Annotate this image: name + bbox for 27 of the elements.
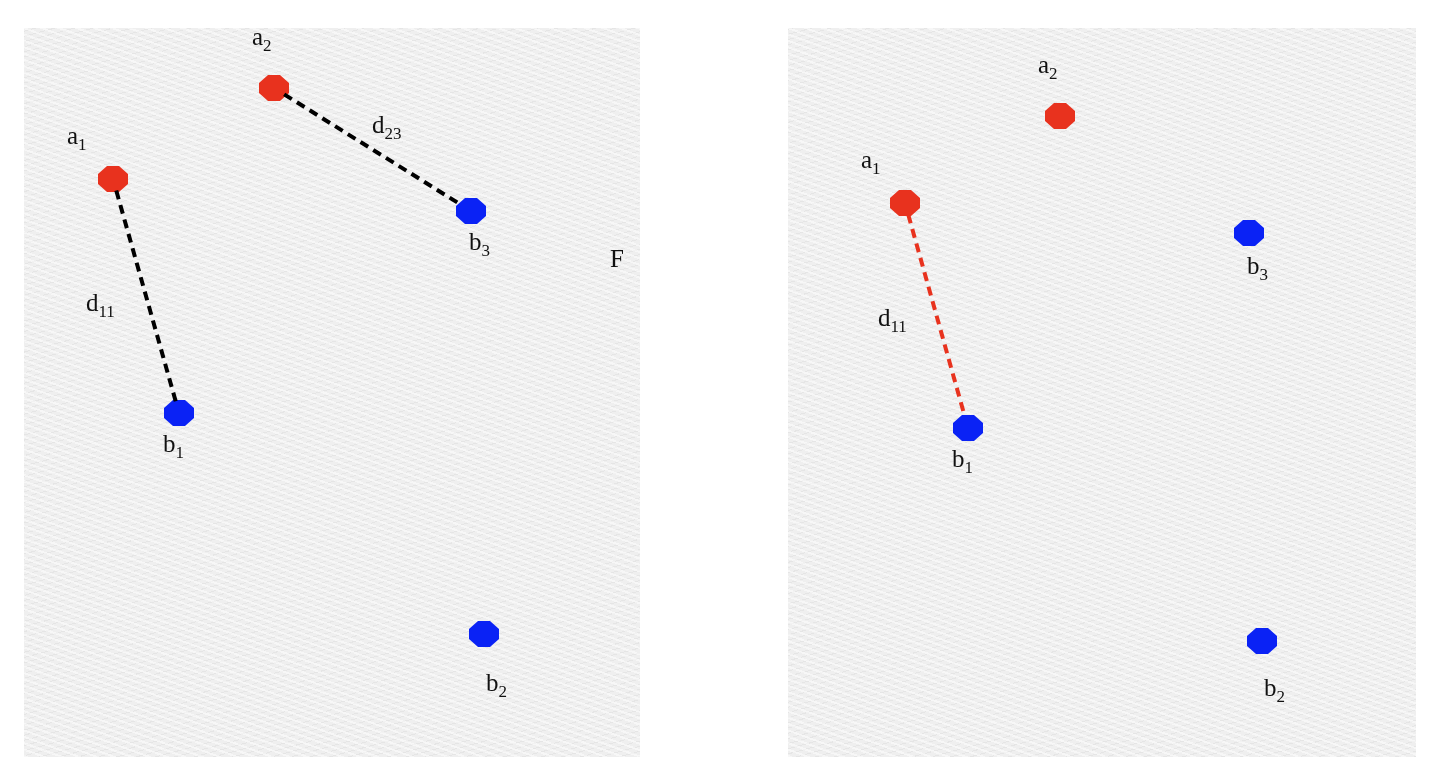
point-marker [98, 166, 128, 192]
textured-panel [788, 28, 1416, 757]
point-marker [953, 415, 983, 441]
point-marker [456, 198, 486, 224]
point-label: a$_{2}$ [252, 28, 272, 54]
point-marker [1234, 220, 1264, 246]
textured-panel [24, 28, 640, 757]
edge-label: d$_{11}$ [86, 290, 115, 320]
point-label: b$_{3}$ [1247, 253, 1268, 283]
point-marker [164, 400, 194, 426]
point-marker [1247, 628, 1277, 654]
point-label: b$_{1}$ [952, 446, 973, 476]
point-label: a$_{2}$ [1038, 52, 1058, 82]
point-marker [469, 621, 499, 647]
point-label: b$_{3}$ [469, 229, 490, 259]
point-label: b$_{2}$ [486, 670, 507, 700]
point-marker [890, 190, 920, 216]
edge-label: d$_{23}$ [372, 112, 402, 142]
point-marker [1045, 103, 1075, 129]
point-label: b$_{1}$ [163, 431, 184, 461]
dashed-line [114, 190, 178, 402]
point-marker [259, 75, 289, 101]
point-label: a$_{1}$ [861, 147, 881, 177]
point-label: b$_{2}$ [1264, 675, 1285, 705]
point-label: a$_{1}$ [67, 123, 87, 153]
edge-label: d$_{11}$ [878, 305, 907, 335]
cut-off-text: F [610, 246, 624, 271]
